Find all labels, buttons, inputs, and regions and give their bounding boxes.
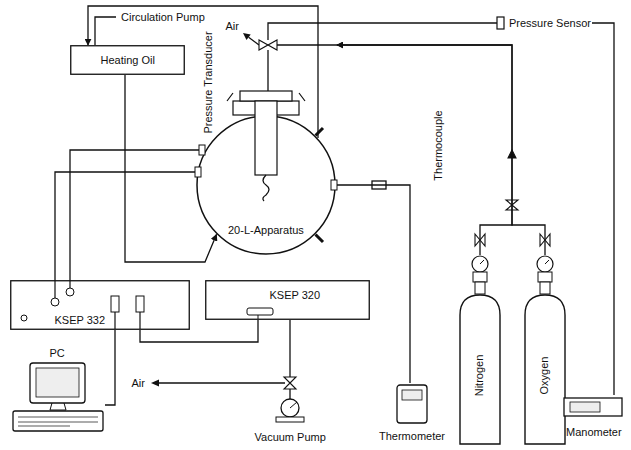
node-label: Thermometer: [379, 430, 445, 443]
controller-box: KSEP 332: [10, 280, 190, 330]
vessel-sphere: 20-L-Apparatus: [195, 15, 337, 260]
gas-cylinder: Nitrogen: [455, 255, 505, 445]
node-label: Manometer: [566, 426, 622, 439]
part-label: Pressure Transducer: [202, 31, 215, 133]
sensor-line: [337, 22, 497, 23]
controller-box: KSEP 320: [205, 280, 370, 320]
node-label: KSEP 332: [55, 314, 106, 327]
heater-box: Heating Oil: [70, 45, 185, 75]
part-label: Circulation Pump: [121, 11, 205, 24]
node-label: Vacuum Pump: [255, 431, 326, 444]
gas-cylinder-shape: [455, 255, 505, 445]
pump-symbol: Vacuum Pump: [245, 360, 335, 448]
pipe-connector: [105, 330, 115, 405]
arrowhead: [151, 380, 159, 387]
node-label: KSEP 320: [270, 289, 321, 302]
node-label: PC: [50, 347, 65, 360]
part-label: Thermocouple: [432, 110, 445, 180]
vessel-sphere-shape: [195, 15, 337, 260]
pipe-connector: [337, 45, 512, 255]
node-label: Oxygen: [538, 356, 551, 394]
node-label: Nitrogen: [473, 354, 486, 396]
node-label: 20-L-Apparatus: [228, 224, 304, 237]
exhaust-line: [158, 382, 283, 383]
node-label: Heating Oil: [101, 54, 155, 67]
thermometer-icon: Thermometer: [385, 383, 455, 445]
node-label: Pressure Sensor: [509, 17, 591, 30]
pipe-connector: [70, 150, 199, 280]
pipe-connector: [592, 23, 614, 395]
pipe-connector: [289, 320, 290, 360]
sensor-symbol: Pressure Sensor: [497, 14, 592, 32]
air-label: Air: [226, 20, 239, 33]
gas-cylinder: Oxygen: [520, 255, 570, 445]
circulation-pump-loop: [95, 17, 116, 45]
pipe-connector: [55, 172, 195, 280]
computer-icon: PC: [10, 345, 105, 435]
gas-cylinder-shape: [520, 255, 570, 445]
air-label: Air: [132, 377, 145, 390]
manometer-icon: Manometer: [562, 395, 626, 445]
pipe-connector: [337, 45, 545, 255]
